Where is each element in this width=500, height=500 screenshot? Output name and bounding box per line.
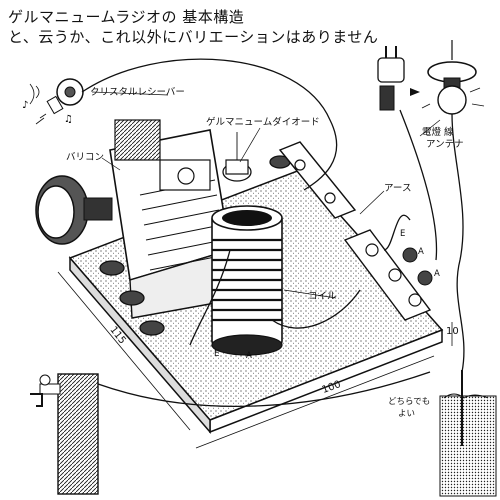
germanium-diode: [222, 132, 252, 182]
terminal-letter-e-coil: E: [214, 349, 220, 359]
label-coil: コイル: [308, 291, 337, 302]
tuning-knob: [35, 175, 113, 245]
svg-text:♫: ♫: [64, 114, 73, 125]
variable-capacitor: [109, 119, 233, 319]
leader-lines: [91, 91, 441, 299]
power-plug: [377, 46, 420, 111]
diagram-subtitle: と、云うか、これ以外にバリエーションはありません: [8, 28, 379, 46]
terminal-letter-e-strip: E: [400, 229, 406, 239]
dimension-lines: [57, 271, 453, 449]
label-either-ok-line2: よい: [398, 409, 416, 419]
terminal-strip-lower: [343, 229, 433, 321]
lamp-socket: [421, 40, 485, 115]
ground-rod: [439, 370, 497, 497]
terminal-letter-a-strip-2: A: [434, 269, 440, 279]
crystal-receiver: ♪ ♫: [22, 78, 84, 125]
label-variable-capacitor: バリコン: [66, 152, 105, 163]
label-light-line: 電燈 線: [422, 127, 454, 138]
water-faucet: [30, 373, 99, 495]
label-germanium-diode: ゲルマニュームダイオード: [206, 117, 320, 128]
dimension-height: 10: [446, 326, 459, 337]
coil: [211, 205, 283, 356]
label-either-ok-line1: どちらでも: [388, 397, 431, 407]
label-earth: アース: [384, 183, 412, 194]
diagram-title: ゲルマニュームラジオの 基本構造: [8, 8, 245, 26]
rubber-feet: [99, 155, 291, 336]
label-antenna: アンテナ: [426, 139, 464, 150]
label-crystal-receiver: クリスタルレシーバー: [90, 87, 185, 98]
terminal-letter-a-coil: A: [246, 351, 252, 361]
svg-text:♪: ♪: [22, 100, 28, 111]
wires: [81, 58, 465, 408]
terminal-letter-a-strip-1: A: [418, 247, 424, 257]
